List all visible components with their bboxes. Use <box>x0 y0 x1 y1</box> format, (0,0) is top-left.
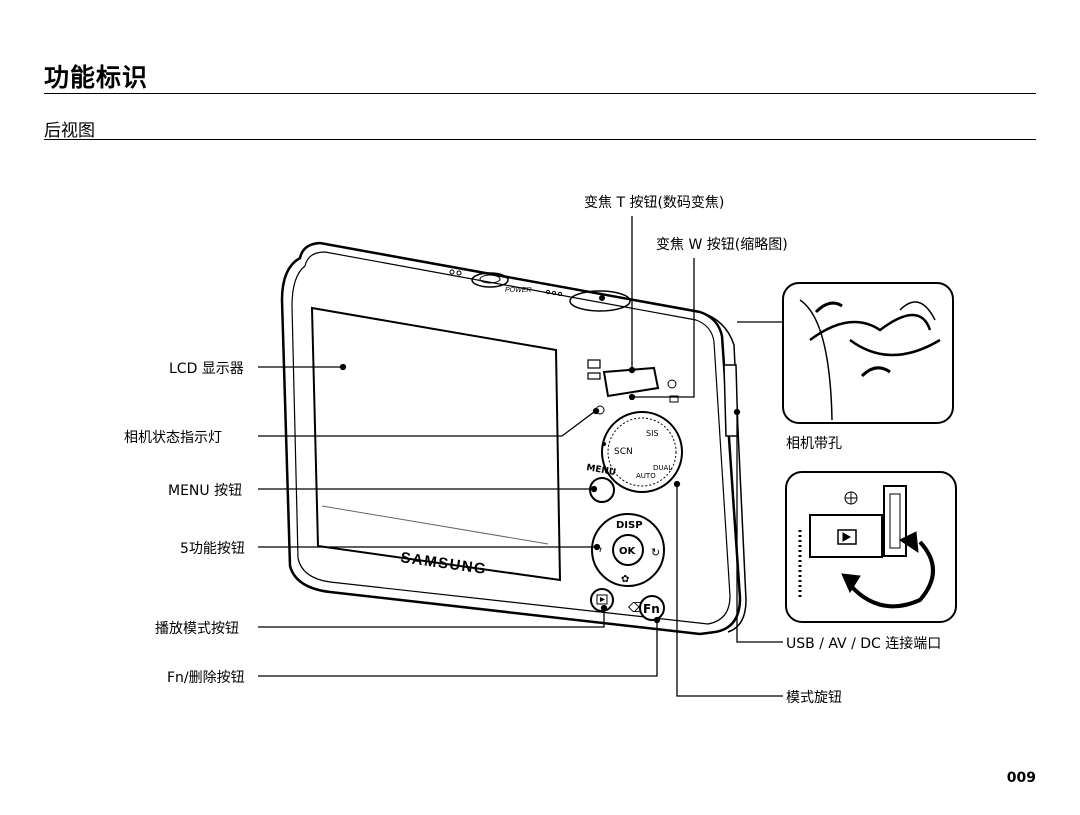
title-rule <box>44 93 1036 94</box>
label-zoom-t: 变焦 T 按钮(数码变焦) <box>584 195 725 211</box>
strap-inset <box>782 282 954 424</box>
disp-label: DISP <box>616 520 643 531</box>
self-timer-icon: ↻ <box>651 546 660 559</box>
menu-button[interactable] <box>589 477 615 503</box>
label-menu: MENU 按钮 <box>168 483 243 499</box>
flash-icon: ϟ <box>596 544 603 555</box>
ok-label: OK <box>619 546 637 557</box>
label-five-function: 5功能按钮 <box>180 541 245 557</box>
camera-body <box>280 241 747 636</box>
dial-scn: SCN <box>614 447 633 457</box>
side-port-door <box>723 364 739 437</box>
section-title: 后视图 <box>44 121 95 141</box>
dial-dual: DUAL <box>653 464 672 472</box>
five-function-pad[interactable] <box>591 513 665 587</box>
play-button[interactable] <box>590 588 614 612</box>
label-status-lamp: 相机状态指示灯 <box>124 430 222 446</box>
dial-auto: AUTO <box>636 472 656 480</box>
label-mode-dial: 模式旋钮 <box>786 690 842 706</box>
label-zoom-w: 变焦 W 按钮(缩略图) <box>656 237 788 253</box>
mode-dial[interactable]: SCN SIS AUTO DUAL <box>601 411 683 493</box>
dial-index-mark <box>602 442 606 446</box>
label-usb: USB / AV / DC 连接端口 <box>786 636 942 652</box>
label-lcd: LCD 显示器 <box>169 361 244 377</box>
label-play: 播放模式按钮 <box>155 621 239 637</box>
leader-lines <box>258 216 783 697</box>
fn-button-label: Fn <box>643 602 660 616</box>
page-title: 功能标识 <box>44 63 149 92</box>
zoom-rocker[interactable] <box>587 359 679 403</box>
label-strap: 相机带孔 <box>786 436 842 452</box>
label-fn-delete: Fn/删除按钮 <box>167 670 245 686</box>
port-inset <box>785 471 957 623</box>
fn-button[interactable] <box>639 595 665 621</box>
ok-button[interactable] <box>612 534 644 566</box>
macro-icon: ✿ <box>621 574 629 585</box>
power-label: POWER <box>505 287 531 294</box>
page-number: 009 <box>1006 770 1036 786</box>
section-rule <box>44 139 1036 140</box>
lcd-screen <box>310 306 562 582</box>
dial-sis: SIS <box>646 429 659 438</box>
